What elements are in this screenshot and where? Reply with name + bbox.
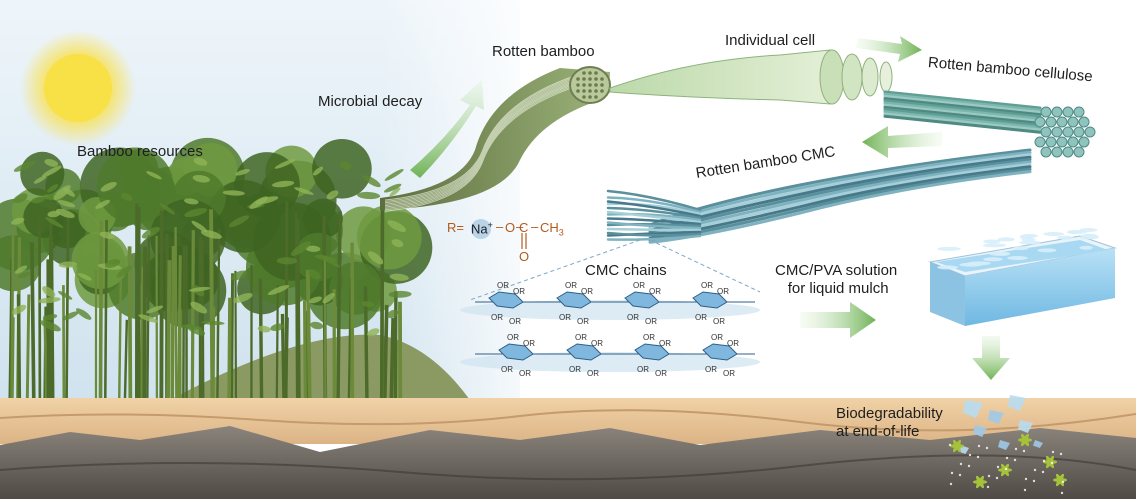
chain-substituent-label: OR [711,333,723,342]
formula-r-equals: R= [447,220,464,235]
chain-substituent-label: OR [637,365,649,374]
label-biodegradability: Biodegradability at end-of-life [836,405,943,441]
sodium-ion-icon [471,219,491,239]
formula-dash-2: – [516,219,524,234]
label-rotten-bamboo: Rotten bamboo [492,43,595,60]
label-biodeg-line1: Biodegradability [836,405,943,422]
formula-na-charge: + [487,220,493,230]
microbial-decay-arrow-icon [410,80,484,178]
arrow-down-icon [972,336,1010,380]
label-cmc-pva-line1: CMC/PVA solution [775,262,898,279]
chain-substituent-label: OR [587,369,599,378]
chain-substituent-label: OR [591,339,603,348]
chain-substituent-label: OR [581,287,593,296]
chain-substituent-label: OR [575,333,587,342]
cmc-chains-structure: OR OR OR OR OR OR OR OR OR OR OR OR OR OR OR OR OR OR OR OR… [460,281,760,378]
chain-substituent-label: OR [643,333,655,342]
label-biodeg-line2: at end-of-life [836,423,920,440]
arrow-right-icon [856,36,922,62]
chain-substituent-label: OR [627,313,639,322]
chain-substituent-label: OR [497,281,509,290]
formula-o-single: O [505,220,516,235]
chain-substituent-label: OR [723,369,735,378]
label-individual-cell: Individual cell [725,32,816,49]
chain-substituent-label: OR [645,317,657,326]
chain-substituent-label: OR [659,339,671,348]
label-cmc-pva-solution: CMC/PVA solution for liquid mulch [775,262,897,298]
chain-substituent-label: OR [491,313,503,322]
chain-substituent-label: OR [717,287,729,296]
formula-dash-3: – [531,219,539,234]
chain-substituent-label: OR [695,313,707,322]
formula-o-double: O [519,249,530,264]
formula-na: Na+ [471,220,493,236]
cellulose-fibers [883,90,1042,134]
chain-substituent-label: OR [523,339,535,348]
label-bamboo-resources: Bamboo resources [77,143,203,160]
formula-ch-symbol: CH [540,220,559,235]
bamboo-forest-icon [0,137,433,401]
chain-substituent-label: OR [565,281,577,290]
liquid-mulch-tray-icon [928,227,1117,326]
chain-substituent-label: OR [519,369,531,378]
chain-substituent-label: OR [633,281,645,290]
formula-ch3-subscript: 3 [558,227,564,238]
chain-substituent-label: OR [713,317,725,326]
label-microbial-decay: Microbial decay [318,93,423,110]
chain-substituent-label: OR [513,287,525,296]
chain-substituent-label: OR [705,365,717,374]
biodegradation-fragments-icon [948,395,1067,495]
chain-substituent-label: OR [577,317,589,326]
chain-substituent-label: OR [569,365,581,374]
individual-cell [609,49,831,105]
chain-substituent-label: OR [727,339,739,348]
chain-substituent-label: OR [501,365,513,374]
arrow-left-icon [862,126,942,158]
chain-substituent-label: OR [559,313,571,322]
chain-substituent-label: OR [509,317,521,326]
cellulose-bundle-end [1034,106,1096,158]
formula-dash-1: – [496,219,504,234]
label-cmc-pva-line2: for liquid mulch [787,280,889,297]
cmc-fibers [606,148,1032,244]
arrow-to-solution-icon [800,302,876,338]
soil-dark-layer [0,426,1136,499]
chain-substituent-label: OR [507,333,519,342]
formula-ch3: CH3 [540,220,564,238]
chain-substituent-label: OR [701,281,713,290]
chain-substituent-label: OR [649,287,661,296]
chain-substituent-label: OR [655,369,667,378]
formula-na-symbol: Na [471,221,488,237]
label-cmc-chains: CMC chains [585,262,667,279]
formula-c: C [519,220,529,235]
